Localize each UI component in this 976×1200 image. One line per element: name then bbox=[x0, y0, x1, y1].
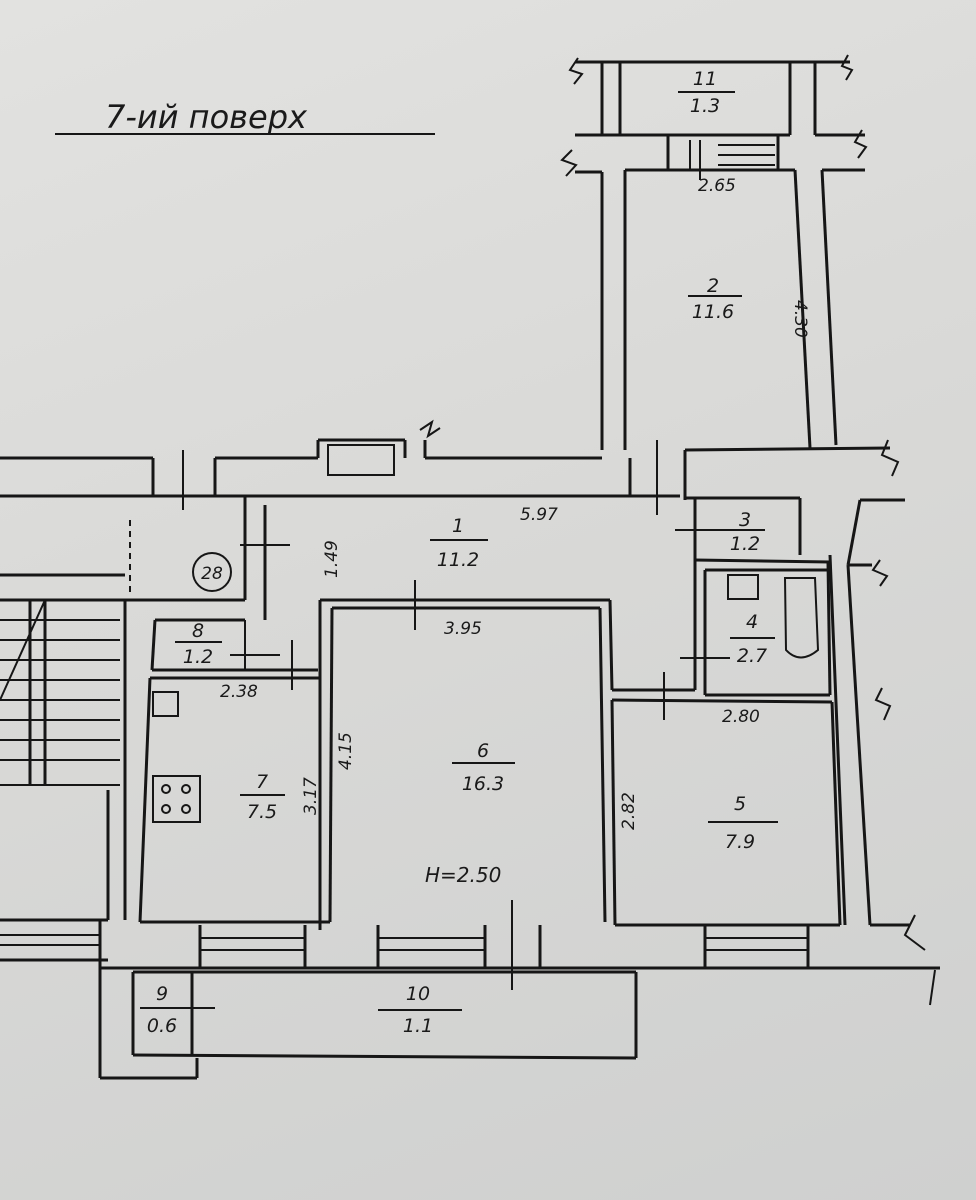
plan-title: 7-ий поверх bbox=[105, 98, 308, 136]
svg-text:16.3: 16.3 bbox=[462, 773, 504, 795]
svg-text:10: 10 bbox=[406, 983, 430, 1005]
upper-wing-walls bbox=[560, 54, 868, 450]
svg-text:6: 6 bbox=[477, 740, 489, 762]
dimension-labels: 2.65 4.30 5.97 1.49 3.95 4.15 2.38 3.17 … bbox=[220, 176, 810, 830]
svg-text:2.80: 2.80 bbox=[722, 707, 760, 727]
svg-text:1.49: 1.49 bbox=[322, 540, 342, 578]
svg-text:4.15: 4.15 bbox=[336, 732, 356, 770]
room-8-label: 8 1.2 bbox=[175, 620, 222, 668]
svg-text:1.2: 1.2 bbox=[183, 646, 213, 668]
svg-text:11.6: 11.6 bbox=[692, 301, 734, 323]
svg-text:3: 3 bbox=[739, 509, 751, 531]
svg-text:2.7: 2.7 bbox=[737, 645, 767, 667]
stair-treads bbox=[0, 599, 120, 786]
bottom-walls bbox=[98, 900, 940, 1080]
svg-text:11.2: 11.2 bbox=[437, 549, 479, 571]
room-6-label: 6 16.3 bbox=[452, 740, 515, 795]
room-9-label: 9 0.6 bbox=[140, 983, 185, 1037]
room-labels: 11 1.3 2 11.6 1 11.2 3 1.2 4 2.7 8 1.2 bbox=[140, 68, 778, 1037]
room-2-label: 2 11.6 bbox=[688, 275, 742, 323]
svg-text:2.65: 2.65 bbox=[698, 176, 736, 196]
room-3-label: 3 1.2 bbox=[725, 509, 765, 555]
svg-text:11: 11 bbox=[693, 68, 717, 90]
svg-text:1.3: 1.3 bbox=[690, 95, 720, 117]
svg-text:3.95: 3.95 bbox=[444, 619, 482, 639]
svg-text:9: 9 bbox=[156, 983, 168, 1005]
room-7-label: 7 7.5 bbox=[240, 771, 285, 823]
central-walls bbox=[138, 505, 614, 930]
svg-text:3.17: 3.17 bbox=[301, 777, 321, 815]
svg-text:8: 8 bbox=[192, 620, 204, 642]
bathtub-icon bbox=[783, 577, 820, 659]
svg-text:4: 4 bbox=[746, 611, 758, 633]
svg-text:7.5: 7.5 bbox=[247, 801, 277, 823]
svg-text:2.82: 2.82 bbox=[619, 792, 639, 830]
room-10-label: 10 1.1 bbox=[378, 983, 462, 1037]
right-walls bbox=[610, 496, 926, 951]
svg-text:1: 1 bbox=[452, 515, 464, 537]
ceiling-height: H=2.50 bbox=[425, 863, 501, 887]
svg-text:5.97: 5.97 bbox=[520, 505, 558, 525]
svg-text:1.1: 1.1 bbox=[403, 1015, 433, 1037]
svg-text:0.6: 0.6 bbox=[147, 1015, 177, 1037]
room-4-label: 4 2.7 bbox=[730, 611, 775, 667]
svg-text:4.30: 4.30 bbox=[790, 300, 810, 338]
room-5-label: 5 7.9 bbox=[708, 793, 778, 853]
svg-text:7.9: 7.9 bbox=[725, 831, 755, 853]
svg-text:1.2: 1.2 bbox=[730, 533, 760, 555]
room-1-label: 1 11.2 bbox=[430, 515, 488, 571]
svg-text:7: 7 bbox=[256, 771, 268, 793]
stove-icon bbox=[152, 775, 201, 823]
middle-walls bbox=[0, 419, 900, 515]
svg-text:2: 2 bbox=[707, 275, 719, 297]
building-number: 28 bbox=[201, 564, 223, 584]
svg-text:5: 5 bbox=[734, 793, 746, 815]
building-number-circle bbox=[192, 552, 232, 592]
svg-text:2.38: 2.38 bbox=[220, 682, 258, 702]
room-11-label: 11 1.3 bbox=[678, 68, 735, 117]
stair-block: 28 bbox=[0, 496, 267, 962]
